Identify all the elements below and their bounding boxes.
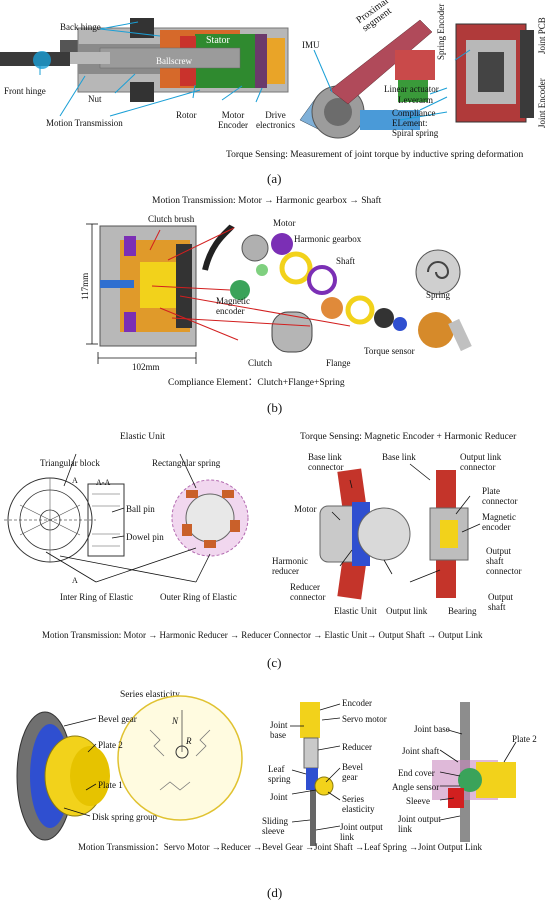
panel-b-tag: (b) [267,400,283,415]
label-joint-output-link2: Joint output link [398,814,441,834]
label-bearing: Bearing [448,606,477,616]
label-reducer: Reducer [342,742,372,752]
label-section-a1: A [72,476,78,485]
label-joint-output-link: Joint output link [340,822,383,842]
caption-d: Motion Transmission：Servo Motor →Reducer… [78,842,482,852]
panel-c-right-title: Torque Sensing: Magnetic Encoder + Harmo… [300,432,517,442]
label-ball-pin: Ball pin [126,504,155,514]
panel-a-drawing [0,18,534,139]
label-bevel-gear2: Bevel gear [342,762,363,782]
label-stator: Stator [206,35,230,46]
label-plate2b: Plate 2 [512,734,537,744]
label-front-hinge: Front hinge [4,86,46,96]
label-series-elasticity: Series elasticity [342,794,375,814]
panel-c-left-title: Elastic Unit [120,432,166,442]
label-motor-encoder: Motor Encoder [218,110,248,130]
label-angle-sensor: Angle sensor [392,782,440,792]
panel-c-tag: (c) [267,655,282,670]
label-inter-ring: Inter Ring of Elastic [60,592,134,602]
caption-a: Torque Sensing: Measurement of joint tor… [226,150,524,160]
label-clutch-brush: Clutch brush [148,214,195,224]
label-nut: Nut [88,94,102,104]
label-base-link: Base link [382,452,416,462]
label-joint-shaft: Joint shaft [402,746,440,756]
label-joint-encoder: Joint Encoder [537,78,547,128]
label-torque-sensor: Torque sensor [364,346,415,356]
label-back-hinge: Back hinge [60,22,101,32]
caption-c: Motion Transmission: Motor → Harmonic Re… [42,630,483,640]
label-joint: Joint [270,792,288,802]
caption-b: Compliance Element：Clutch+Flange+Spring [168,378,345,388]
label-clutch: Clutch [248,358,272,368]
label-leaf-spring: Leaf spring [268,764,291,784]
label-spring-encoder: Spring Encoder [436,3,446,60]
label-joint-pcb: Joint PCB [537,17,547,54]
label-dowel-pin: Dowel pin [126,532,164,542]
dim-width: 102mm [132,362,160,372]
label-linear-actuator: Linear actuator [384,84,439,94]
label-output-link-connector: Output link connector [460,452,502,472]
label-motion-transmission: Motion Transmission [46,118,123,128]
panel-b-drawing [86,223,472,364]
label-sym-r: R [186,736,192,746]
panel-a-tag: (a) [267,171,282,186]
label-magnetic-encoder-c: Magnetic encoder [482,512,516,532]
label-joint-base: Joint base [270,720,288,740]
label-harmonic-gearbox: Harmonic gearbox [294,234,362,244]
label-section-a2: A [72,576,78,585]
label-bevel-gear: Bevel gear [98,714,137,724]
panel-d-drawing [16,695,517,846]
label-encoder: Encoder [342,698,372,708]
label-disk-spring-group: Disk spring group [92,812,157,822]
label-drive-electronics: Drive electronics [256,110,295,130]
label-plate2: Plate 2 [98,740,123,750]
panel-c-drawing [4,453,481,600]
label-ballscrew: Ballscrew [156,56,192,66]
label-output-link: Output link [386,606,428,616]
label-reducer-connector: Reducer connector [290,582,326,602]
label-base-link-connector: Base link connector [308,452,344,472]
label-plate-connector: Plate connector [482,486,518,506]
label-motor-c: Motor [294,504,317,514]
label-joint-base2: Joint base [414,724,450,734]
label-harmonic-reducer: Harmonic reducer [272,556,308,576]
label-section-aa: A-A [96,478,111,487]
label-flange: Flange [326,358,351,368]
label-sleeve: Sleeve [406,796,430,806]
label-rectangular-spring: Rectangular spring [152,458,221,468]
label-output-shaft: Output shaft [488,592,514,612]
panel-d-tag: (d) [267,885,283,900]
label-shaft: Shaft [336,256,355,266]
label-end-cover: End cover [398,768,435,778]
panel-d-left-title: Series elasticity [120,690,180,700]
dim-height: 117mm [80,272,90,300]
label-sliding-sleeve: Sliding sleeve [262,816,289,836]
label-triangular-block: Triangular block [40,458,100,468]
panel-b-title: Motion Transmission: Motor → Harmonic ge… [152,196,382,206]
label-outer-ring: Outer Ring of Elastic [160,592,237,602]
label-compliance-element: Compliance ELement: Spiral spring [392,108,439,138]
label-elastic-unit: Elastic Unit [334,606,377,616]
label-servo-motor: Servo motor [342,714,387,724]
label-plate1: Plate 1 [98,780,123,790]
label-rotor: Rotor [176,110,197,120]
label-magnetic-encoder-b: Magnetic encoder [216,296,250,316]
label-imu: IMU [302,40,320,50]
label-sym-n: N [172,716,179,726]
label-spring-b: Spring [426,290,451,300]
label-leverarm: Leverarm [398,95,433,105]
label-motor-b: Motor [273,218,296,228]
label-output-shaft-connector: Output shaft connector [486,546,522,576]
